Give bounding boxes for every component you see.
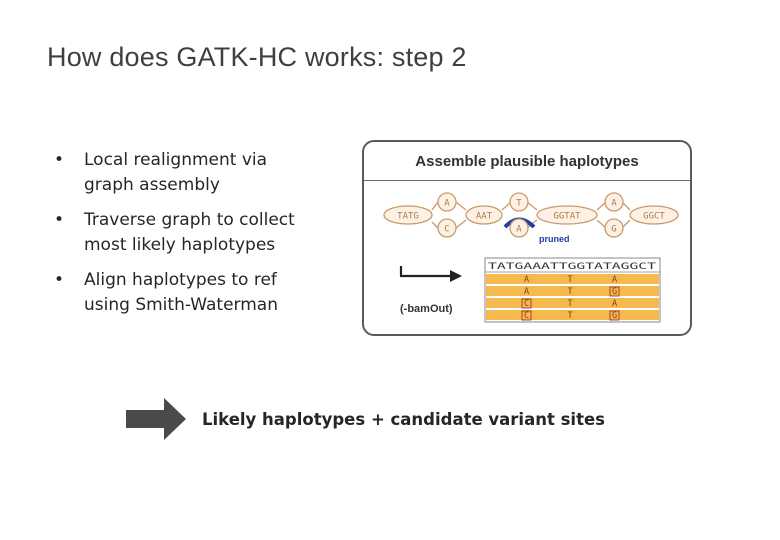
node-label: GGCT	[643, 212, 665, 222]
node-label: G	[611, 225, 616, 235]
bullet-line: Local realignment via	[84, 150, 268, 170]
graph-node	[437, 192, 457, 212]
graph-node	[604, 218, 624, 238]
haplotype-base: G	[612, 287, 617, 297]
bullet-marker: •	[54, 210, 65, 230]
haplotype-base: C	[524, 299, 529, 309]
result-text: Likely haplotypes + candidate variant si…	[202, 409, 605, 429]
result-row: Likely haplotypes + candidate variant si…	[126, 396, 605, 442]
bullet-line: graph assembly	[84, 175, 220, 195]
haplotype-base: A	[524, 287, 529, 297]
graph-nodes	[383, 192, 679, 238]
haplotype-base: A	[524, 275, 529, 285]
graph-edge	[431, 201, 439, 211]
haplotype-rows: A T A A T G C T A C T G	[486, 274, 659, 321]
bullet-text: Traverse graph to collect most likely ha…	[84, 208, 352, 258]
bullet-marker: •	[54, 150, 65, 170]
graph-node	[437, 218, 457, 238]
haplotype-base: C	[524, 311, 529, 321]
haplotype-base: T	[567, 287, 572, 297]
slide-title: How does GATK-HC works: step 2	[47, 42, 467, 72]
graph-node	[604, 192, 624, 212]
haplotype-base: G	[612, 311, 617, 321]
graph-node	[465, 205, 503, 225]
assembly-graph: TATG A C AAT T A GGTAT A G GGCT pruned (…	[383, 192, 679, 323]
haplotype-base: A	[612, 299, 617, 309]
haplotype-table-border	[484, 257, 661, 323]
node-label: GGTAT	[553, 212, 581, 222]
bullet-marker: •	[54, 270, 65, 290]
graph-node	[509, 192, 529, 212]
variant-box	[521, 310, 532, 321]
bullet-text: Local realignment via graph assembly	[84, 148, 352, 198]
node-label: A	[611, 199, 617, 209]
node-label: T	[516, 199, 522, 209]
variant-box	[609, 286, 620, 297]
haplotype-band	[486, 310, 659, 320]
node-label: A	[516, 225, 522, 235]
right-arrow-icon	[126, 398, 186, 440]
bullet-line: most likely haplotypes	[84, 235, 276, 255]
graph-node	[536, 205, 598, 225]
node-label: AAT	[476, 212, 493, 222]
panel-heading: Assemble plausible haplotypes	[364, 142, 690, 181]
haplotype-band	[486, 298, 659, 308]
variant-box	[521, 298, 532, 309]
variant-box	[609, 310, 620, 321]
bamout-arrow-icon	[399, 266, 462, 282]
bullet-item: • Align haplotypes to ref using Smith-Wa…	[52, 268, 352, 318]
node-label: A	[444, 199, 450, 209]
graph-edge	[526, 201, 538, 211]
haplotype-assembly-panel: Assemble plausible haplotypes	[362, 140, 692, 336]
haplotype-base: T	[567, 311, 572, 321]
haplotype-base: T	[567, 299, 572, 309]
haplotype-band	[486, 286, 659, 296]
bamout-label: (-bamOut)	[400, 303, 453, 315]
graph-edge	[455, 219, 467, 229]
haplotype-base: A	[612, 275, 617, 285]
haplotype-band	[486, 274, 659, 284]
graph-node-labels: TATG A C AAT T A GGTAT A G GGCT	[397, 199, 665, 235]
bullet-item: • Traverse graph to collect most likely …	[52, 208, 352, 258]
node-label: C	[444, 225, 449, 235]
graph-edge	[455, 201, 467, 211]
bullet-item: • Local realignment via graph assembly	[52, 148, 352, 198]
bullet-line: Align haplotypes to ref	[84, 270, 277, 290]
graph-node	[383, 205, 433, 225]
pruned-label: pruned	[539, 234, 570, 244]
graph-node	[509, 218, 529, 238]
graph-edge	[431, 221, 439, 229]
reference-sequence: TATGAAATTGGTATAGGCT	[488, 262, 657, 272]
bullet-line: Traverse graph to collect	[84, 210, 295, 230]
node-label: TATG	[397, 212, 419, 222]
bullet-list: • Local realignment via graph assembly •…	[52, 148, 352, 328]
bullet-line: using Smith-Waterman	[84, 295, 278, 315]
graph-node	[629, 205, 679, 225]
haplotype-base: T	[567, 275, 572, 285]
bullet-text: Align haplotypes to ref using Smith-Wate…	[84, 268, 352, 318]
